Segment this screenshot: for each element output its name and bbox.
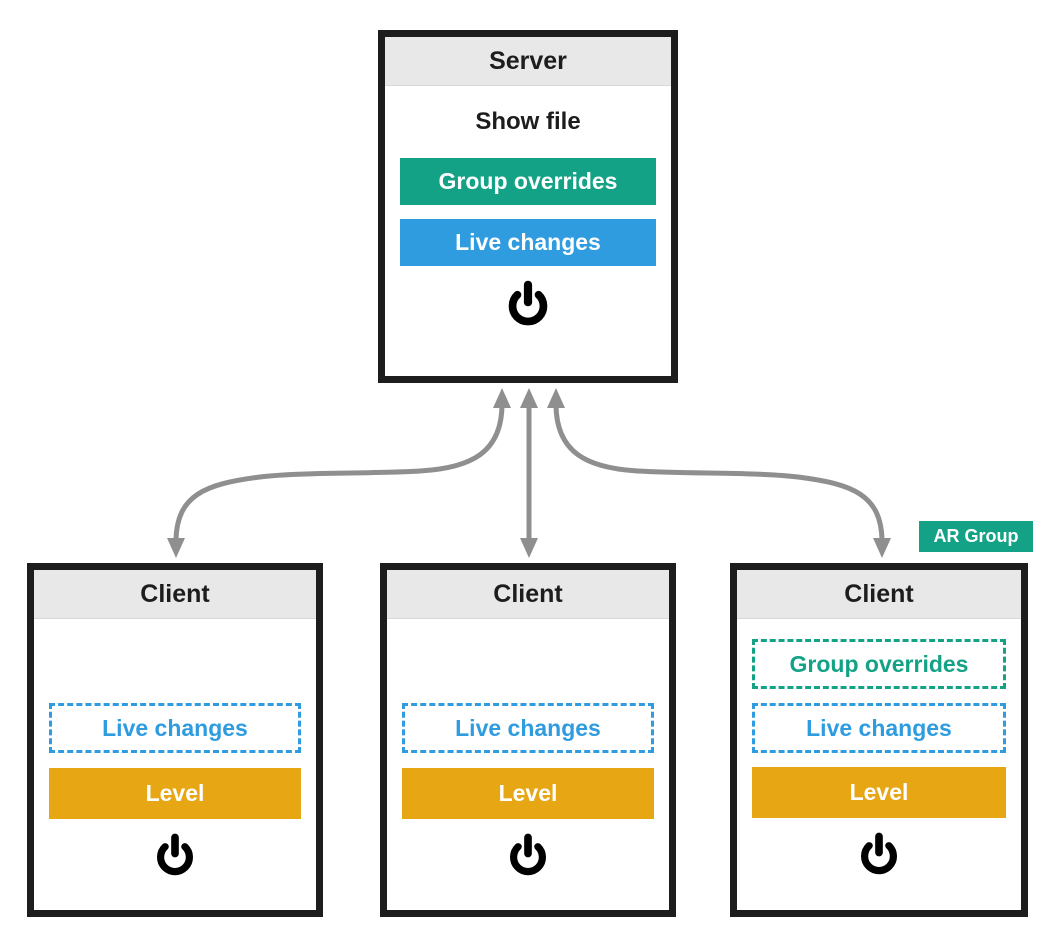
client1-body: Live changes Level <box>34 619 316 910</box>
arrow-server-client1 <box>173 403 505 541</box>
client3-title: Client <box>844 579 914 608</box>
server-group-overrides-chip: Group overrides <box>400 158 656 205</box>
power-icon <box>510 833 546 876</box>
arrowhead-down-right <box>873 538 891 558</box>
arrowhead-down-left <box>167 538 185 558</box>
client3-group-overrides-label: Group overrides <box>789 650 969 677</box>
client3-level-chip: Level <box>752 767 1006 818</box>
client2-level-chip: Level <box>402 768 654 819</box>
ar-group-badge-label: AR Group <box>933 526 1019 546</box>
power-icon <box>861 832 897 875</box>
arrowhead-up-left <box>493 388 511 408</box>
arrow-server-client3 <box>553 403 885 541</box>
server-title: Server <box>489 46 567 75</box>
server-header: Server <box>385 37 671 86</box>
power-icon <box>508 280 548 326</box>
client3-level-label: Level <box>849 779 909 805</box>
client1-live-changes-chip: Live changes <box>49 703 301 753</box>
client1-live-changes-label: Live changes <box>102 714 248 741</box>
server-live-changes-chip: Live changes <box>400 219 656 266</box>
client2-body: Live changes Level <box>387 619 669 910</box>
ar-group-badge: AR Group <box>919 521 1033 552</box>
show-file-label: Show file <box>475 108 581 135</box>
server-live-changes-label: Live changes <box>455 229 601 255</box>
server-group-overrides-label: Group overrides <box>438 168 618 194</box>
client3-live-changes-label: Live changes <box>806 714 952 741</box>
client1-header: Client <box>34 570 316 619</box>
power-icon <box>157 833 193 876</box>
client3-header: Client <box>737 570 1021 619</box>
client2-level-label: Level <box>498 780 558 806</box>
client2-title: Client <box>493 579 563 608</box>
client1-title: Client <box>140 579 210 608</box>
server-body: Show file Group overrides Live changes <box>385 86 671 376</box>
client2-live-changes-label: Live changes <box>455 714 601 741</box>
client3-body: Group overrides Live changes Level <box>737 619 1021 910</box>
arrowhead-up-mid <box>520 388 538 408</box>
client-box-3: Client Group overrides Live changes Leve… <box>730 563 1028 917</box>
client2-header: Client <box>387 570 669 619</box>
client-box-2: Client Live changes Level <box>380 563 676 917</box>
arrowhead-up-right <box>547 388 565 408</box>
client-box-1: Client Live changes Level <box>27 563 323 917</box>
arrowhead-down-mid <box>520 538 538 558</box>
client1-level-chip: Level <box>49 768 301 819</box>
client3-live-changes-chip: Live changes <box>752 703 1006 753</box>
server-box: Server Show file Group overrides Live ch… <box>378 30 678 383</box>
client2-live-changes-chip: Live changes <box>402 703 654 753</box>
client1-level-label: Level <box>145 780 205 806</box>
client3-group-overrides-chip: Group overrides <box>752 639 1006 689</box>
